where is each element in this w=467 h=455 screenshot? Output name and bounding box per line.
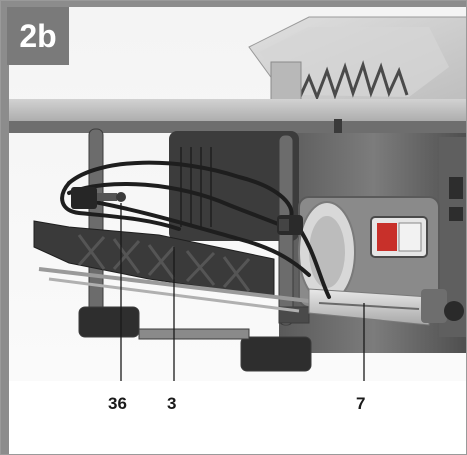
blade-guard (248, 16, 466, 108)
fence-rail (308, 288, 464, 326)
figure-label-badge: 2b (7, 7, 69, 65)
callout-label-36: 36 (108, 394, 127, 413)
left-rule (1, 1, 9, 454)
side-extension (33, 220, 275, 298)
table-top (9, 99, 466, 135)
switch-housing (298, 196, 440, 308)
table-saw-photo (9, 7, 466, 381)
cord-hook (71, 187, 126, 209)
base-frame (78, 128, 312, 372)
callout-label-3: 3 (167, 394, 177, 413)
callout-label-7: 7 (356, 394, 366, 413)
callout-leaders (120, 203, 365, 381)
power-plug (277, 215, 303, 235)
top-rule (1, 1, 466, 7)
